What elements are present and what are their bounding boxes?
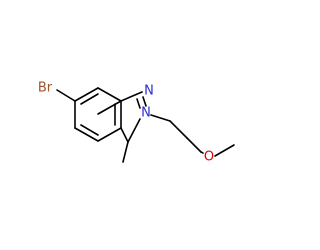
bond-n1-n2-a (142, 96, 147, 107)
pyrazole-ring (120, 91, 147, 143)
bond-c3a-c4 (97, 127, 122, 142)
methoxypropyl-chain (150, 114, 235, 157)
oxygen-label: O (204, 150, 214, 165)
bond-c3-methyl (122, 141, 129, 163)
bond-n2-c3 (127, 118, 141, 143)
molecule-structure-diagram: Br N N O (38, 81, 235, 165)
bond-c7-c7a-top (97, 87, 122, 102)
bond-c4-c5-inner (80, 124, 99, 136)
bond-n2-ch2-a (150, 114, 171, 122)
nitrogen-label-n1: N (144, 84, 154, 99)
bond-o-ch3 (214, 144, 235, 157)
nitrogen-label-n2: N (141, 106, 151, 121)
bond-c6-c7-inner (80, 93, 99, 105)
bond-c6-c7 (74, 87, 99, 102)
bond-n1-n2-b (136, 98, 141, 109)
bond-c7a-n1 (120, 91, 143, 102)
bond-c7-c7a (97, 100, 122, 115)
bromine-label: Br (38, 81, 53, 96)
bond-c6-br (56, 89, 76, 102)
bond-c3-c3a (120, 127, 129, 143)
bond-ch2-o (200, 151, 204, 154)
benzene-ring (74, 87, 122, 142)
bond-c4-c5 (74, 127, 99, 142)
bond-ch2-ch2-b (169, 120, 188, 139)
bond-ch2-ch2-c (186, 137, 202, 153)
